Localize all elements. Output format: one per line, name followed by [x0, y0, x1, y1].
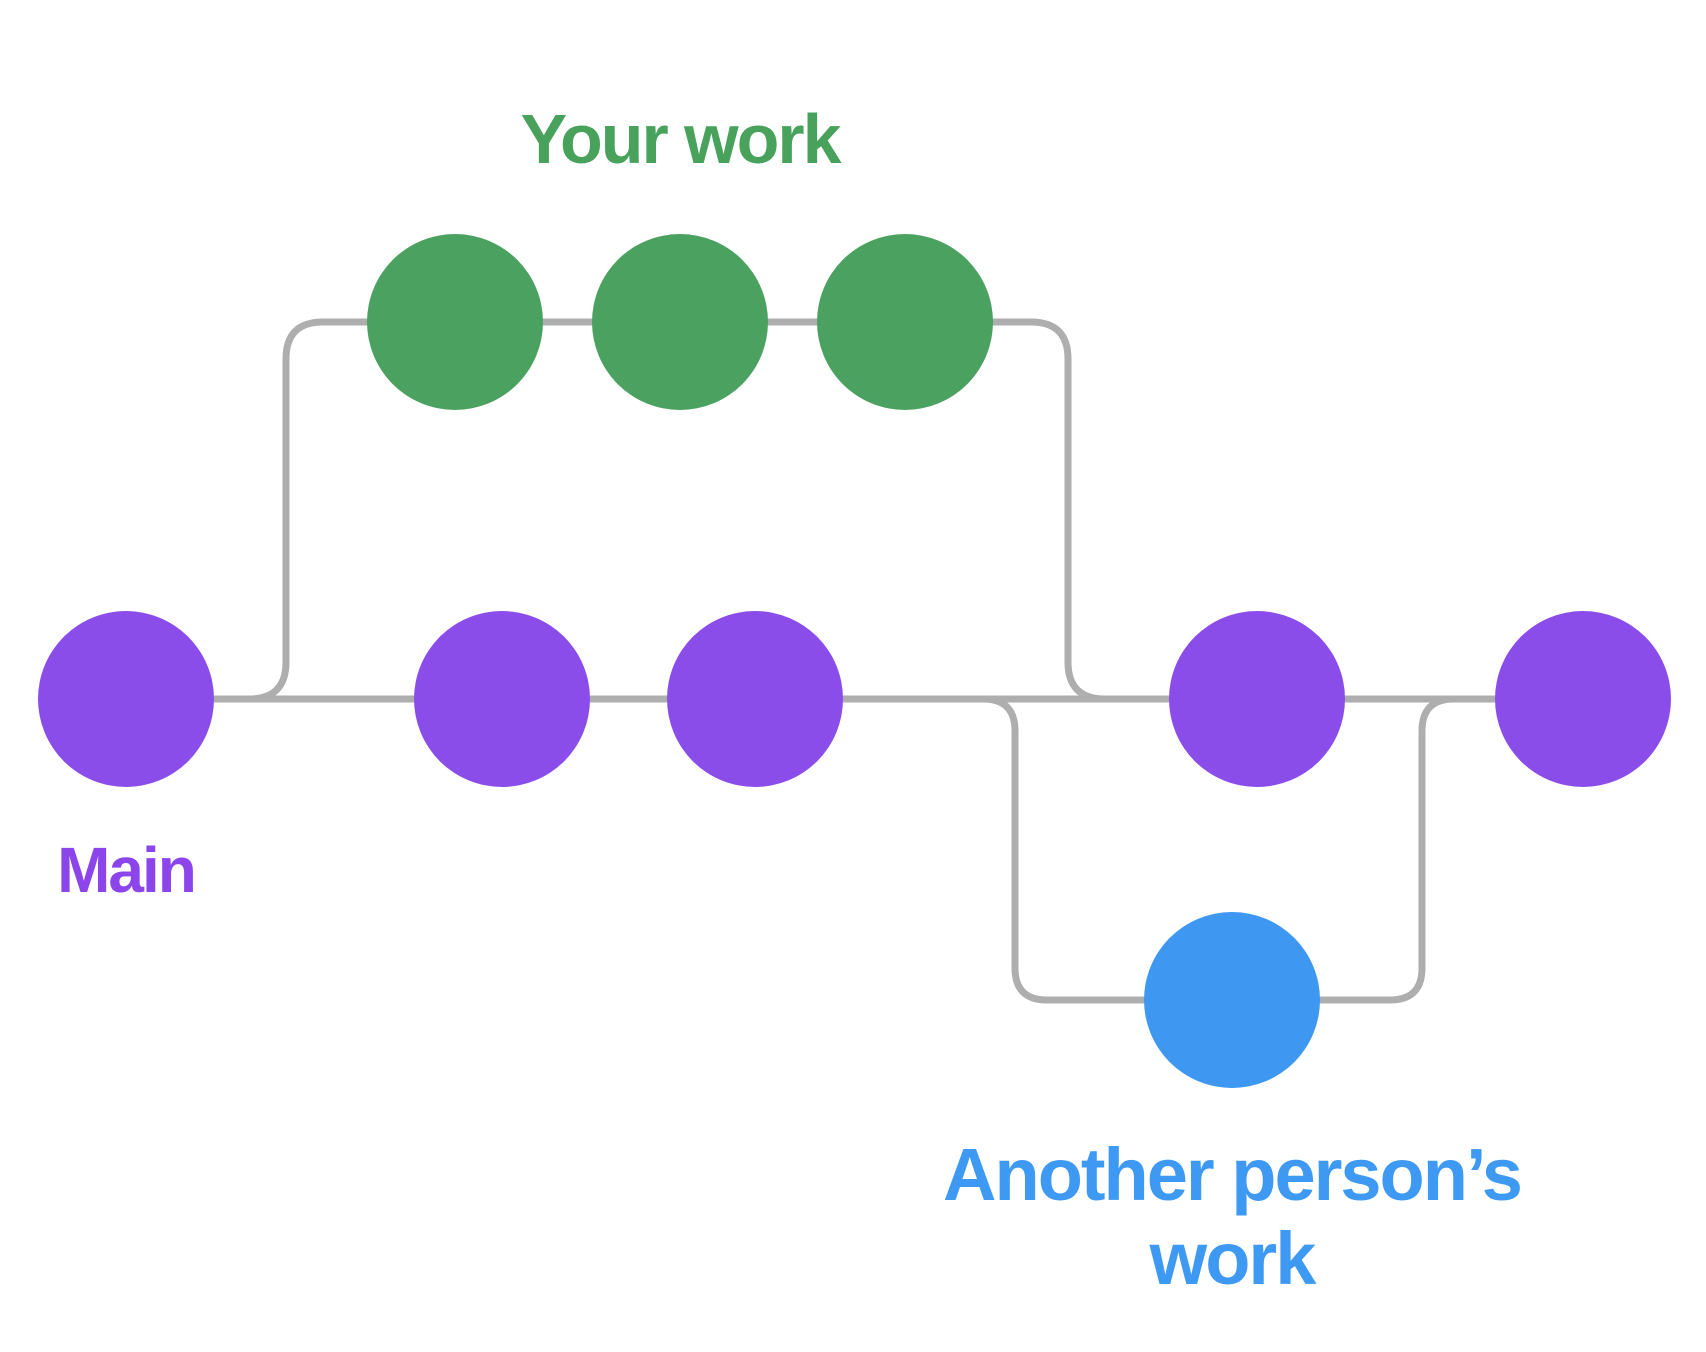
commit-node-your-work-3 [817, 234, 993, 410]
commit-node-main-4 [1169, 611, 1345, 787]
commit-node-main-5 [1495, 611, 1671, 787]
commit-node-main-1 [38, 611, 214, 787]
commit-node-your-work-2 [592, 234, 768, 410]
main-label: Main [57, 834, 195, 906]
commit-nodes [38, 234, 1671, 1088]
connector-lines [122, 318, 1587, 1004]
commit-node-main-2 [414, 611, 590, 787]
another-person-label-line1: Another person’s [943, 1133, 1521, 1216]
your-work-label: Your work [520, 100, 841, 178]
commit-node-another-persons-work-1 [1144, 912, 1320, 1088]
commit-node-main-3 [667, 611, 843, 787]
commit-node-your-work-1 [367, 234, 543, 410]
another-person-label-line2: work [1149, 1217, 1318, 1300]
